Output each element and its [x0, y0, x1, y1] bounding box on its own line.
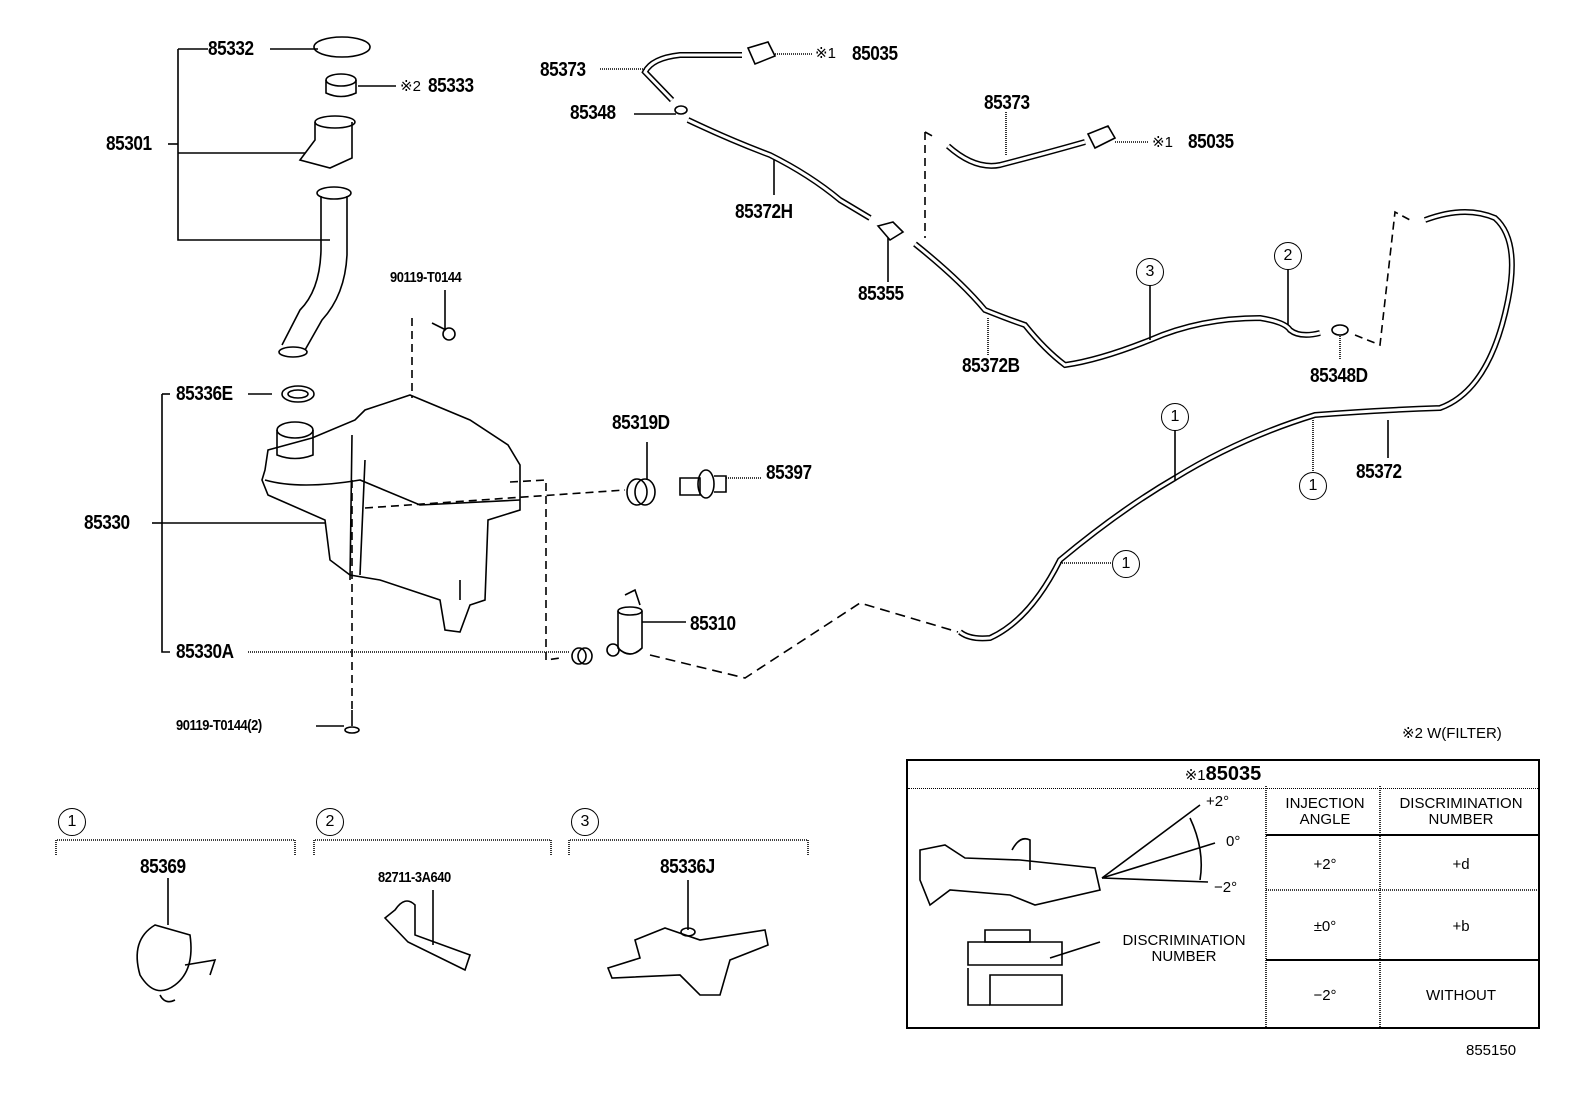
row-number: WITHOUT: [1426, 986, 1496, 1004]
callout-1: 1: [1112, 550, 1140, 578]
joint-85355: [876, 221, 905, 282]
header-discrimination-number: DISCRIMINATION NUMBER: [1399, 795, 1523, 828]
row-angle: ±0°: [1313, 918, 1337, 936]
part-label-85355: 85355: [858, 283, 904, 305]
bracket-85330: [152, 393, 570, 727]
row-number: +b: [1452, 918, 1470, 936]
note-mark-2: ※2: [400, 78, 421, 95]
filter: [325, 73, 357, 98]
clip-bracket-3: [568, 839, 809, 855]
hose-85372: [958, 208, 1515, 642]
part-label-85310: 85310: [690, 613, 736, 635]
clip-82711-drawing: [383, 890, 472, 972]
part-label-85348: 85348: [570, 102, 616, 124]
row-angle: −2°: [1313, 986, 1337, 1004]
part-label-85301: 85301: [106, 133, 152, 155]
clip-bracket-1: [55, 839, 296, 855]
row-number: +d: [1452, 855, 1470, 873]
callout-1: 1: [1299, 472, 1327, 500]
header-injection-angle: INJECTION ANGLE: [1285, 795, 1365, 828]
angle-label-minus2: −2°: [1214, 879, 1238, 896]
nozzle-table: ※185035 INJECTION ANGLE DISCRIMINATION N…: [906, 759, 1540, 1029]
part-label-85372H: 85372H: [735, 201, 793, 223]
clip-bracket-2: [313, 839, 552, 855]
nozzle-85035-b: [1086, 125, 1148, 150]
part-label-85035-b: 85035: [1188, 131, 1234, 153]
clip-group-number-2: 2: [316, 808, 344, 836]
part-label-85330A: 85330A: [176, 641, 234, 663]
nozzle-angle-drawing: [919, 804, 1216, 1006]
part-label-85330: 85330: [84, 512, 130, 534]
hose-85372H: [686, 117, 872, 221]
filler-cap: [313, 36, 371, 58]
grommet: [281, 385, 315, 403]
part-label-85373-b: 85373: [984, 92, 1030, 114]
part-label-85372: 85372: [1356, 461, 1402, 483]
nozzle-table-title: ※185035: [908, 761, 1538, 789]
callout-2: 2: [1274, 242, 1302, 270]
pump-grommet: [571, 647, 593, 665]
part-label-85336J: 85336J: [660, 856, 715, 878]
inlet-neck: [278, 115, 356, 358]
level-sensor: [679, 469, 762, 499]
angle-label-0: 0°: [1226, 833, 1241, 850]
illustration-code: 855150: [1466, 1042, 1517, 1059]
connector-85348D: [1331, 324, 1349, 360]
grommet-85319D: [626, 442, 656, 506]
clip-group-number-3: 3: [571, 808, 599, 836]
callout-3: 3: [1136, 258, 1164, 286]
part-label-85332: 85332: [208, 38, 254, 60]
washer-pump: [606, 588, 686, 657]
dashed-hose-route: [649, 602, 959, 679]
part-label-85397: 85397: [766, 462, 812, 484]
callout-1: 1: [1161, 403, 1189, 431]
part-label-82711-3A640: 82711-3A640: [378, 869, 451, 886]
part-label-85319D: 85319D: [612, 412, 670, 434]
note-mark-1: ※1: [1184, 767, 1206, 784]
part-label-90119-T0144-2: 90119-T0144(2): [176, 717, 262, 734]
connector-85348: [634, 105, 688, 115]
nozzle-table-part: 85035: [1205, 763, 1262, 785]
hose-85373-a: [600, 52, 742, 103]
clip-85369-drawing: [136, 878, 217, 1003]
part-label-90119-T0144: 90119-T0144: [390, 269, 462, 286]
row-angle: +2°: [1313, 855, 1337, 873]
part-label-85372B: 85372B: [962, 355, 1020, 377]
hose-85373-b: [946, 112, 1086, 169]
part-label-85369: 85369: [140, 856, 186, 878]
footnote-filter: ※2 W(FILTER): [1402, 725, 1502, 742]
part-label-85348D: 85348D: [1310, 365, 1368, 387]
note-mark-1a: ※1: [815, 45, 836, 62]
nozzle-85035-a: [746, 41, 812, 66]
part-label-85035-a: 85035: [852, 43, 898, 65]
angle-label-plus2: +2°: [1206, 793, 1230, 810]
bolt-bottom: [344, 710, 360, 734]
clip-group-number-1: 1: [58, 808, 86, 836]
hose-85372B: [913, 241, 1321, 369]
washer-tank: [261, 394, 521, 633]
part-label-85373-a: 85373: [540, 59, 586, 81]
part-label-85333: 85333: [428, 75, 474, 97]
note-mark-1b: ※1: [1152, 134, 1173, 151]
bolt-top: [431, 290, 456, 341]
clip-85336J-drawing: [606, 880, 769, 996]
part-label-85336E: 85336E: [176, 383, 233, 405]
bracket-85301: [168, 48, 396, 241]
discrimination-pointer-label: DISCRIMINATION NUMBER: [1122, 932, 1246, 965]
table-grid: [1265, 786, 1540, 1027]
